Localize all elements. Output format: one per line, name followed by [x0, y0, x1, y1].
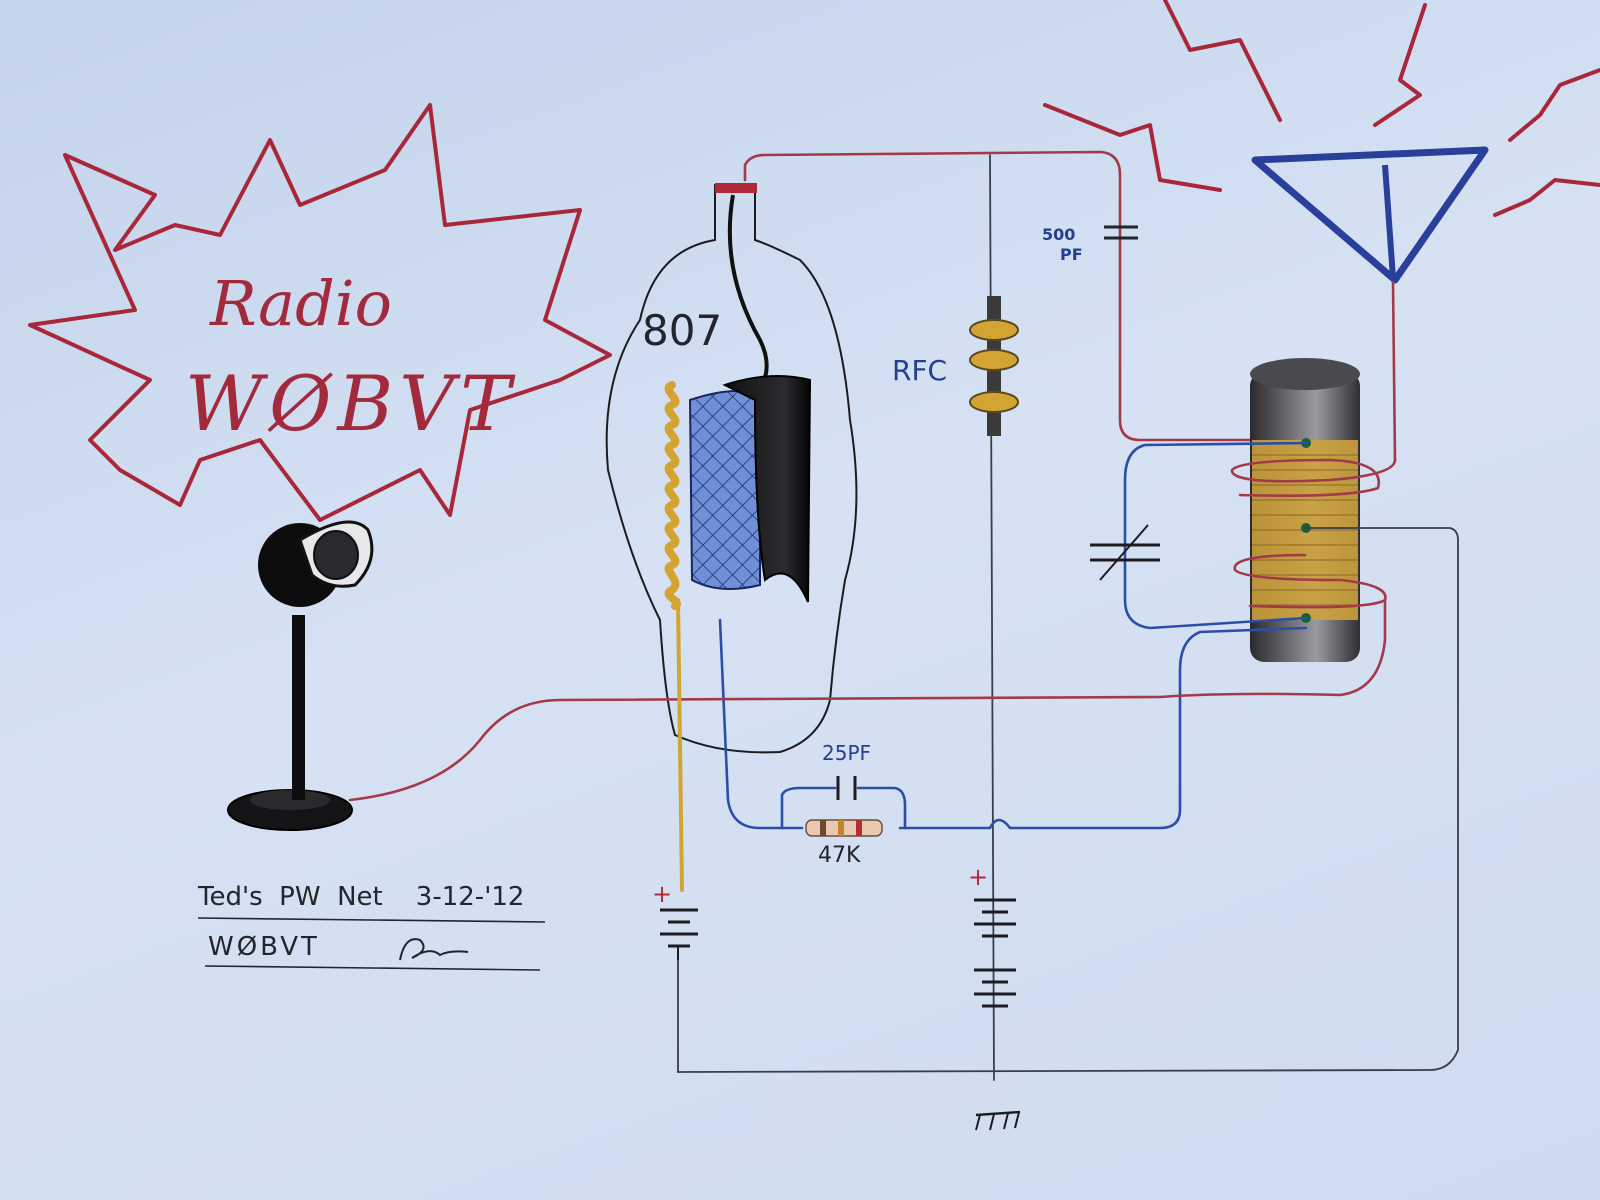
signature-callsign: WØBVT	[208, 932, 320, 962]
radiation-lines	[1043, 0, 1600, 217]
logo-callsign-text: WØBVT	[185, 359, 517, 448]
ground-icon	[975, 1110, 1021, 1131]
microphone-icon	[227, 520, 374, 831]
logo-radio-text: Radio	[209, 267, 392, 340]
signature-line-1: Ted's PW Net 3-12-'12	[197, 882, 524, 912]
audio-line	[348, 598, 1387, 802]
filament-battery: +	[652, 880, 698, 960]
tank-wiring	[718, 441, 1308, 830]
antenna-icon	[1251, 146, 1489, 462]
signature-block: Ted's PW Net 3-12-'12 WØBVT	[197, 882, 546, 971]
plate-wiring	[743, 150, 1307, 1081]
capacitor-500pf: 500 PF	[1042, 225, 1138, 264]
cap-25-label: 25PF	[822, 741, 871, 765]
cap-500-unit: PF	[1060, 245, 1083, 264]
rf-choke: RFC	[892, 296, 1019, 436]
rfc-label: RFC	[892, 354, 947, 387]
return-wire	[677, 527, 1459, 1073]
filament-lead	[676, 598, 684, 892]
filament-coil	[664, 381, 681, 610]
plate-battery: +	[968, 863, 1016, 1008]
logo-starburst: Radio WØBVT	[28, 103, 612, 522]
grid-leak-network: 25PF 47K	[780, 741, 907, 868]
signature-scrawl	[399, 938, 469, 961]
tube-label: 807	[642, 306, 722, 355]
variable-capacitor	[1090, 524, 1160, 581]
coil-icon	[1230, 358, 1397, 662]
plate-battery-plus: +	[968, 863, 988, 891]
cap-500-value: 500	[1042, 225, 1075, 244]
resistor-label: 47K	[818, 843, 861, 868]
filament-battery-plus: +	[652, 880, 672, 908]
vacuum-tube-icon: 807	[605, 183, 858, 754]
